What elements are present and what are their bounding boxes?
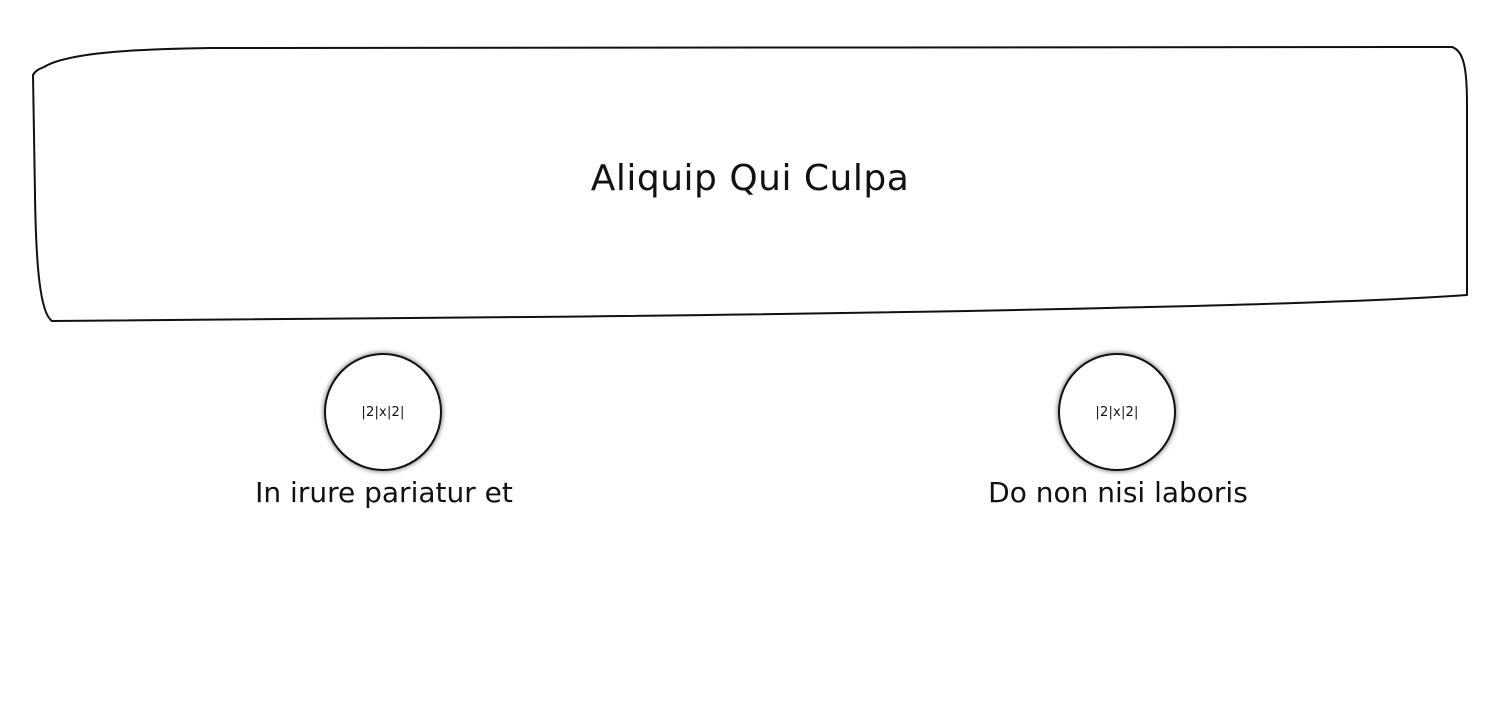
feature-card-1: |2|x|2| In irure pariatur et [164, 353, 604, 523]
image-placeholder-circle: |2|x|2| [1058, 353, 1176, 471]
page-title: Aliquip Qui Culpa [590, 158, 910, 199]
header-banner: Aliquip Qui Culpa [30, 45, 1470, 325]
image-placeholder-text: |2|x|2| [1095, 404, 1139, 420]
header-banner-outline [32, 46, 1468, 322]
image-placeholder-text: |2|x|2| [361, 404, 405, 420]
feature-label: In irure pariatur et [255, 476, 513, 509]
feature-card-2: |2|x|2| Do non nisi laboris [898, 353, 1338, 523]
feature-label: Do non nisi laboris [988, 476, 1248, 509]
image-placeholder-circle: |2|x|2| [324, 353, 442, 471]
